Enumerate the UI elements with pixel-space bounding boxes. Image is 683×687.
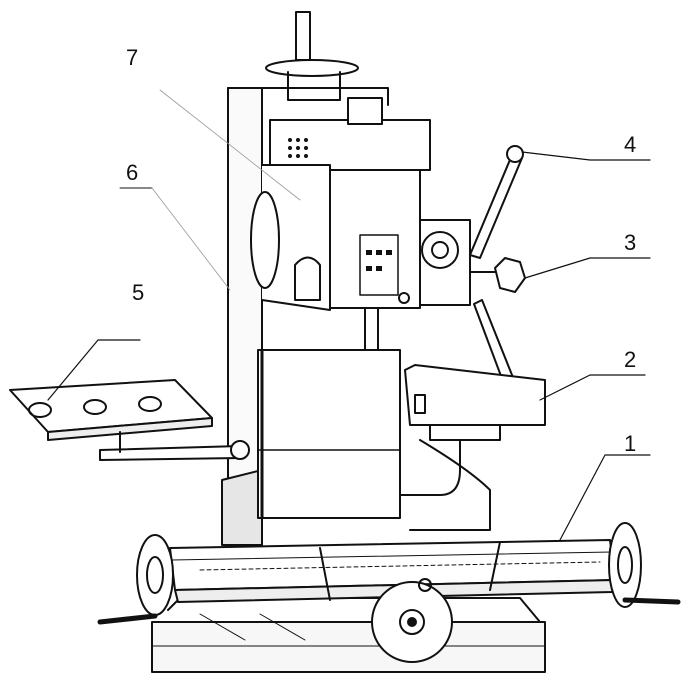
quill-feed-lever: [419, 145, 524, 306]
callout-7: 7: [126, 45, 138, 70]
callout-5: 5: [132, 280, 144, 305]
column: [221, 87, 389, 546]
callout-6: 6: [126, 160, 138, 185]
callout-1: 1: [624, 431, 636, 456]
top-handwheel: [265, 11, 383, 125]
callout-4: 4: [624, 132, 636, 157]
leader-lines: [47, 89, 651, 541]
right-handwheel: [608, 522, 681, 608]
gear-box: [399, 364, 546, 531]
machine-base: [151, 597, 546, 673]
locking-knob: [469, 257, 526, 293]
callout-2: 2: [624, 347, 636, 372]
knee-housing: [257, 348, 401, 520]
left-handwheel: [97, 534, 174, 625]
tool-shelf: [9, 379, 250, 461]
front-handwheel: [371, 578, 453, 663]
callout-3: 3: [624, 230, 636, 255]
spindle-head: [250, 119, 431, 351]
